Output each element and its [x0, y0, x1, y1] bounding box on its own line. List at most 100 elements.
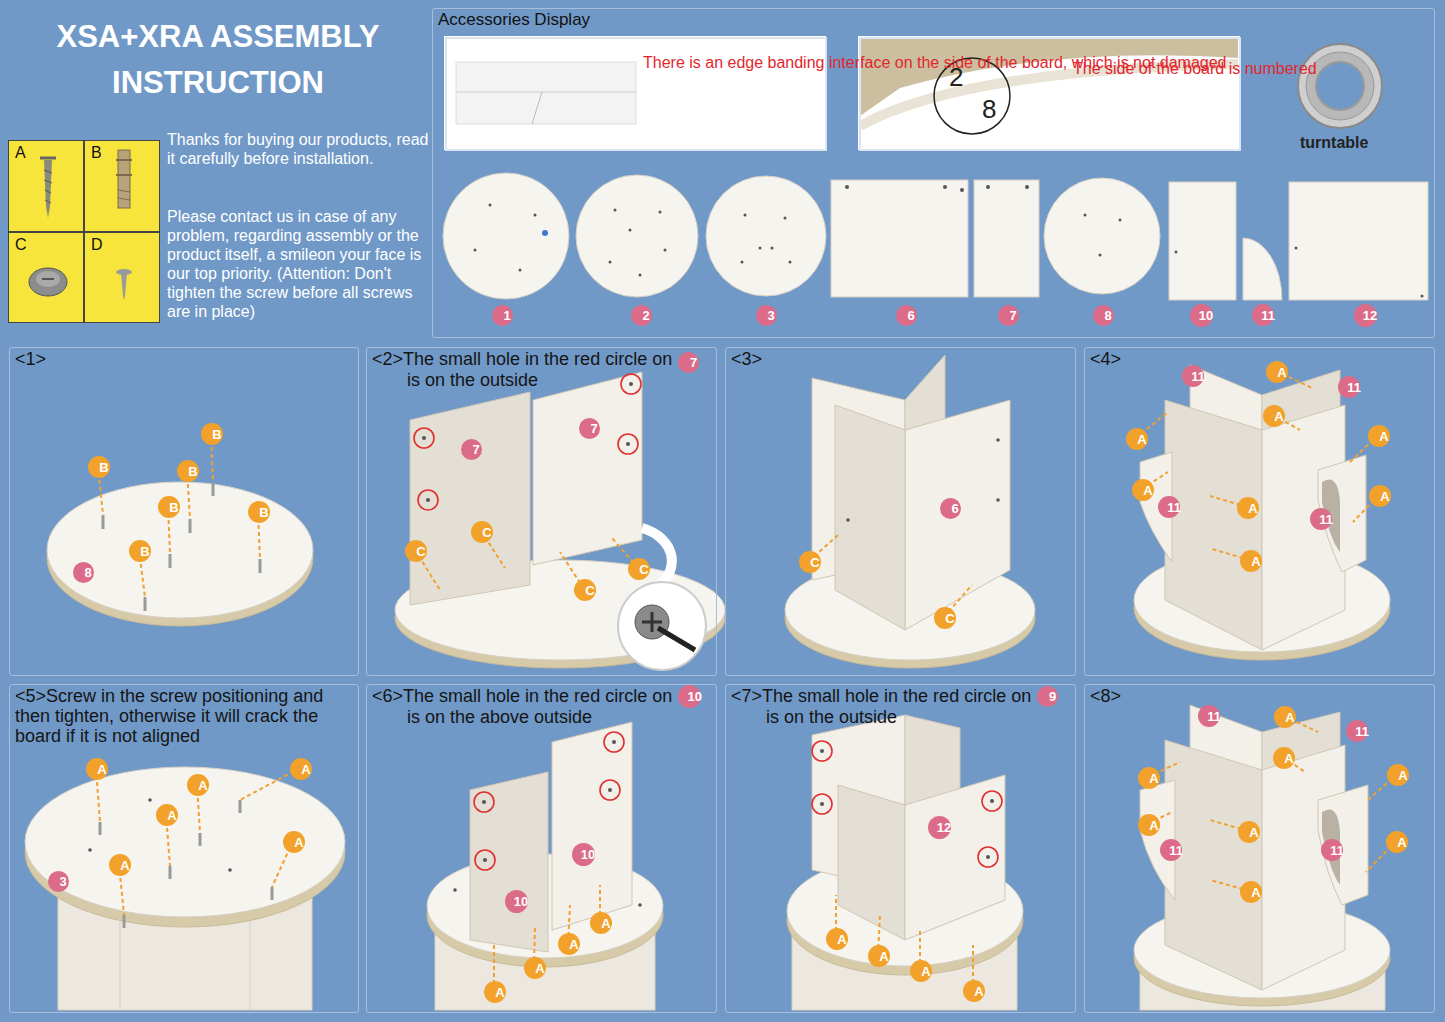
- bd-shape: [974, 180, 1039, 297]
- part-number-text: 11: [1191, 370, 1205, 384]
- part-number-text: 11: [1167, 501, 1181, 515]
- part-number: 10: [678, 685, 701, 708]
- hardware-letter: A: [879, 950, 888, 964]
- line-shape: [45, 200, 51, 203]
- step-heading: <5>Screw in the screw positioning and th…: [15, 686, 353, 746]
- part-number-text: 3: [59, 875, 66, 889]
- hardware-callout: A: [484, 981, 506, 1003]
- hardware-letter: A: [1398, 769, 1407, 783]
- hardware-letter: B: [259, 506, 268, 520]
- pn-shape: [1262, 745, 1345, 990]
- line-shape: [45, 190, 51, 193]
- hl-shape: [846, 518, 850, 522]
- hardware-callout: A: [283, 831, 305, 853]
- part-number-text: 8: [84, 566, 91, 580]
- step-1-art: [47, 433, 313, 626]
- hl-shape: [88, 848, 92, 852]
- hardware-callout: B: [201, 423, 223, 445]
- hl-shape: [1175, 251, 1178, 254]
- pd-shape: [835, 405, 905, 630]
- hl-shape: [943, 185, 947, 189]
- pd-shape: [410, 392, 530, 605]
- hardware-callout: B: [177, 460, 199, 482]
- hardware-callout: B: [158, 496, 180, 518]
- hardware-letter: A: [1277, 366, 1286, 380]
- hardware-callout: A: [1238, 821, 1260, 843]
- board-number: 8: [982, 94, 996, 124]
- part-number: 11: [1252, 304, 1274, 326]
- line-shape: [116, 159, 132, 161]
- part-number: 11: [1321, 839, 1343, 861]
- line-shape: [456, 92, 636, 93]
- part-number-text: 1: [503, 309, 510, 323]
- pn-shape: [1262, 405, 1345, 650]
- line-shape: [44, 180, 52, 183]
- bd-shape: [25, 767, 345, 917]
- part-number: 6: [940, 498, 961, 519]
- hl-shape: [820, 749, 824, 753]
- rc-shape: [812, 741, 832, 761]
- hardware-callout: C: [799, 551, 821, 573]
- board-set: [443, 173, 1428, 300]
- rc-shape: [600, 780, 620, 800]
- hardware-cell: A: [8, 140, 84, 232]
- bd-shape: [1289, 182, 1428, 300]
- hardware-callout: B: [248, 501, 270, 523]
- step-2-art: [395, 372, 725, 670]
- hl-shape: [422, 436, 426, 440]
- pd-shape: [838, 785, 905, 940]
- polygon-shape: [44, 160, 52, 218]
- rc-shape: [604, 732, 624, 752]
- pn-shape: [552, 722, 632, 930]
- hardware-callout: A: [86, 758, 108, 780]
- hardware-letter: A: [167, 809, 176, 823]
- hardware-letter: C: [945, 612, 954, 626]
- sc-shape: [199, 833, 202, 846]
- step-panel: <8>11A11AAAAAA1111A: [1084, 684, 1435, 1013]
- hl-shape: [1084, 214, 1087, 217]
- hl-shape: [629, 229, 632, 232]
- hardware-callout: A: [1369, 485, 1391, 507]
- part-number: 8: [1093, 305, 1114, 326]
- hardware-letter: A: [15, 144, 26, 162]
- step-8-art: [1134, 705, 1397, 1010]
- rc-shape: [982, 791, 1002, 811]
- part-number-text: 8: [1104, 309, 1111, 323]
- part-number: 12: [928, 816, 951, 839]
- step-panel: <6>The small hole in the red circle onis…: [366, 684, 717, 1013]
- part-number: 2: [631, 305, 652, 326]
- hl-shape: [996, 498, 1000, 502]
- hardware-callout: C: [405, 540, 427, 562]
- hl-shape: [759, 247, 762, 250]
- part-number-text: 6: [907, 309, 914, 323]
- callout-box: The side of the board is numbered: [859, 37, 1241, 151]
- hl-shape: [639, 274, 642, 277]
- hardware-callout: A: [1263, 405, 1285, 427]
- hl-shape: [1025, 185, 1029, 189]
- step-panel: <2>The small hole in the red circle onis…: [366, 347, 717, 676]
- hl-shape: [148, 798, 152, 802]
- sc-shape: [169, 866, 172, 879]
- sc-shape: [144, 597, 147, 611]
- hl-shape: [789, 261, 792, 264]
- hl-shape: [1421, 295, 1424, 298]
- part-number-text: 11: [1207, 710, 1221, 724]
- part-number: 11: [1182, 365, 1204, 387]
- pn-shape: [533, 372, 642, 565]
- rc-shape: [618, 434, 638, 454]
- rect-shape: [118, 150, 130, 208]
- hl-shape: [820, 802, 824, 806]
- hardware-letter: A: [569, 938, 578, 952]
- part-number: 7: [579, 418, 600, 439]
- step-heading: <8>: [1090, 686, 1121, 706]
- step-panel: <3>6CC: [725, 347, 1076, 676]
- rect-shape: [456, 62, 636, 124]
- hardware-letter: A: [974, 985, 983, 999]
- hl-shape: [664, 249, 667, 252]
- turntable-part: [1298, 44, 1382, 128]
- line-shape: [658, 628, 695, 650]
- rect-shape: [8, 140, 160, 323]
- part-number: 11: [1198, 705, 1220, 727]
- line-shape: [116, 174, 132, 176]
- hardware-letter: B: [140, 545, 149, 559]
